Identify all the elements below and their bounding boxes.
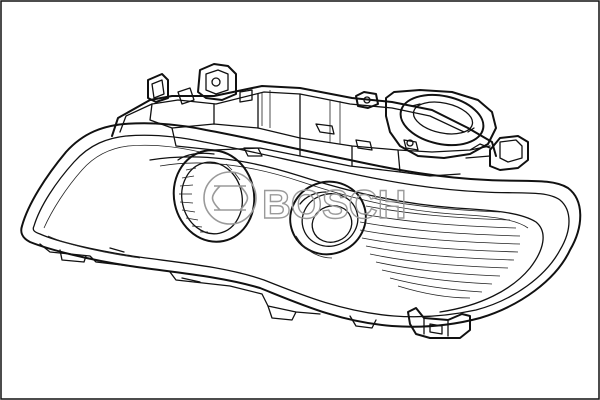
lower-housing (39, 243, 377, 329)
control-module (355, 89, 497, 159)
side-connector (465, 135, 529, 171)
outer-lens (20, 122, 582, 328)
bosch-watermark: BOSCH (203, 171, 407, 228)
inner-bezel (149, 156, 544, 313)
rear-housing (111, 85, 497, 177)
top-left-brackets (147, 63, 253, 105)
left-projector (172, 149, 256, 243)
right-projector (289, 180, 367, 259)
indicator-ribs (359, 197, 521, 299)
bottom-mount-tab (407, 307, 471, 339)
watermark-text: BOSCH (262, 183, 406, 227)
